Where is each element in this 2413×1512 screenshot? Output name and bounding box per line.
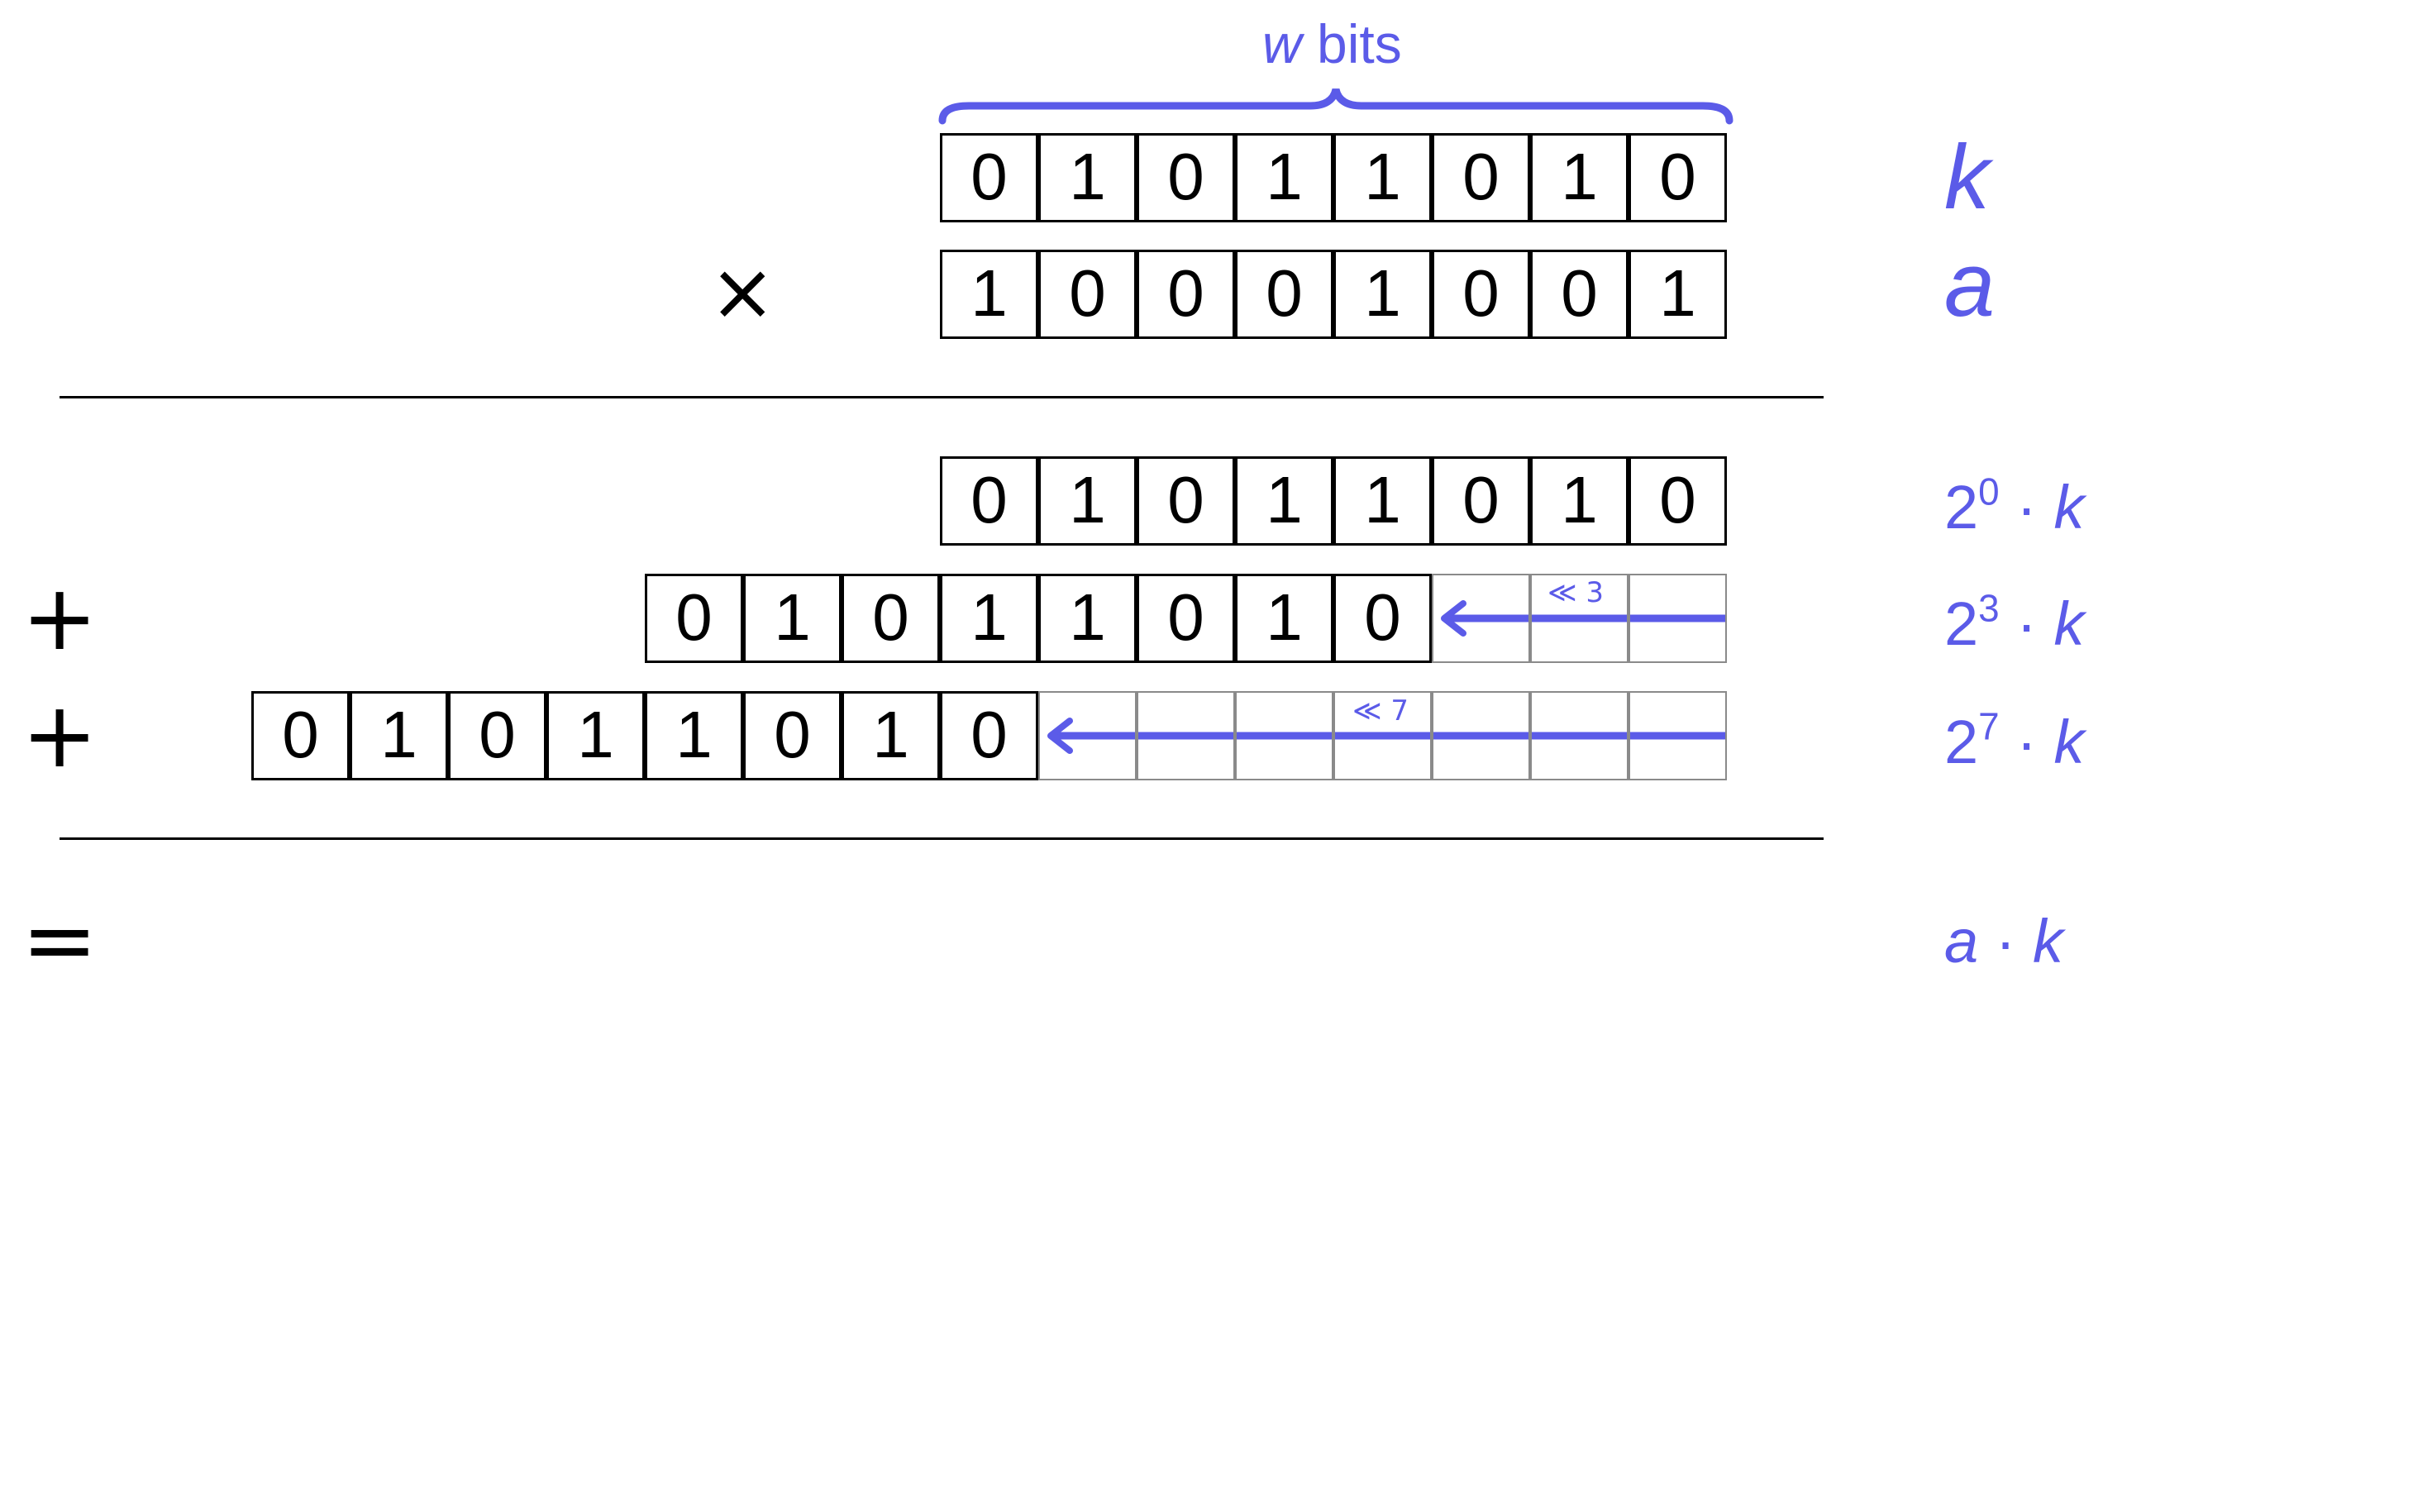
k-row-bit: 0 (940, 133, 1038, 222)
top-sum-rule (60, 396, 1824, 398)
partial-shift-7-row-vacated-cell (1137, 691, 1235, 780)
p3-base: 2 (1944, 589, 1979, 658)
partial-shift-3-row-bit: 0 (1137, 574, 1235, 663)
a-row-bit: 0 (1235, 250, 1333, 339)
partial-shift-7-row-bit: 1 (842, 691, 940, 780)
p0-var: k (2053, 473, 2085, 541)
p0-base: 2 (1944, 473, 1979, 541)
partial-shift-3-row-bit: 0 (645, 574, 743, 663)
partial-shift-0-row-bit: 0 (940, 456, 1038, 546)
partial-shift-0-row-bit: 0 (1629, 456, 1727, 546)
partial-shift-3-row-vacated-cell (1530, 574, 1629, 663)
p3-var: k (2053, 589, 2085, 658)
partial-shift-3-row-bit: 1 (940, 574, 1038, 663)
p0-exp: 0 (1978, 470, 2000, 513)
shift-3-label: ≪ 3 (1547, 576, 1605, 609)
a-row-bit: 0 (1038, 250, 1137, 339)
partial-shift-7-row-bit: 0 (743, 691, 842, 780)
partial-shift-3-row-bit: 0 (842, 574, 940, 663)
partial-shift-7-row-bit: 1 (645, 691, 743, 780)
p3-dot: · (2016, 589, 2037, 658)
partial-shift-7-row-bit: 1 (350, 691, 448, 780)
a-row-bit: 1 (940, 250, 1038, 339)
k-row-bit: 1 (1530, 133, 1629, 222)
partial-shift-3-row-bit: 1 (1235, 574, 1333, 663)
partial-shift-0-row-bit: 0 (1432, 456, 1530, 546)
p7-base: 2 (1944, 708, 1979, 776)
p0-dot: · (2016, 473, 2037, 541)
k-row-bit: 1 (1038, 133, 1137, 222)
partial-shift-7-row-vacated-cell (1629, 691, 1727, 780)
times-operator: × (709, 246, 776, 338)
equals-operator: = (21, 887, 98, 993)
brace-label: w bits (1262, 17, 1402, 71)
shift-7-label: ≪ 7 (1352, 694, 1409, 727)
a-row-bit: 1 (1333, 250, 1432, 339)
partial-shift-0-row-bit: 1 (1333, 456, 1432, 546)
p7-var: k (2053, 708, 2085, 776)
label-2pow7-k: 27 · k (1944, 708, 2084, 773)
bottom-sum-rule (60, 837, 1824, 840)
partial-shift-0-row-bit: 1 (1530, 456, 1629, 546)
label-a: a (1944, 240, 1995, 331)
shift-7-arrowhead (1047, 718, 1073, 754)
partial-shift-0-row-bit: 0 (1137, 456, 1235, 546)
label-2pow3-k: 23 · k (1944, 589, 2084, 655)
result-dot: · (1995, 907, 2016, 975)
partial-shift-3-row-vacated-cell (1629, 574, 1727, 663)
label-k-var: k (1944, 126, 1990, 228)
plus-operator-1: + (21, 565, 98, 670)
brace-label-text: bits (1317, 13, 1402, 74)
k-row-bit: 0 (1137, 133, 1235, 222)
k-row-bit: 0 (1432, 133, 1530, 222)
partial-shift-7-row-bit: 0 (940, 691, 1038, 780)
p3-exp: 3 (1978, 586, 2000, 630)
partial-shift-3-row-vacated-cell (1432, 574, 1530, 663)
result-a: a (1944, 907, 1979, 975)
partial-shift-7-row-bit: 0 (251, 691, 350, 780)
partial-shift-0-row-bit: 1 (1235, 456, 1333, 546)
plus-operator-2: + (21, 682, 98, 788)
partial-shift-0-row-bit: 1 (1038, 456, 1137, 546)
partial-shift-7-row-bit: 1 (546, 691, 645, 780)
w-bits-brace (938, 88, 1733, 125)
label-a-var: a (1944, 234, 1996, 336)
partial-shift-7-row-vacated-cell (1530, 691, 1629, 780)
a-row-bit: 0 (1432, 250, 1530, 339)
brace-label-var: w (1262, 13, 1302, 74)
a-row-bit: 1 (1629, 250, 1727, 339)
result-k: k (2032, 907, 2063, 975)
p7-dot: · (2016, 708, 2037, 776)
a-row-bit: 0 (1137, 250, 1235, 339)
label-k: k (1944, 132, 1990, 223)
partial-shift-7-row-vacated-cell (1333, 691, 1432, 780)
k-row-bit: 0 (1629, 133, 1727, 222)
k-row-bit: 1 (1333, 133, 1432, 222)
partial-shift-3-row-bit: 1 (1038, 574, 1137, 663)
partial-shift-3-row-bit: 0 (1333, 574, 1432, 663)
label-a-times-k: a · k (1944, 911, 2063, 972)
p7-exp: 7 (1978, 704, 2000, 748)
label-2pow0-k: 20 · k (1944, 473, 2084, 538)
shift-3-arrowhead (1441, 600, 1466, 637)
partial-shift-7-row-bit: 0 (448, 691, 546, 780)
partial-shift-7-row-vacated-cell (1432, 691, 1530, 780)
a-row-bit: 0 (1530, 250, 1629, 339)
partial-shift-3-row-bit: 1 (743, 574, 842, 663)
partial-shift-7-row-vacated-cell (1038, 691, 1137, 780)
k-row-bit: 1 (1235, 133, 1333, 222)
partial-shift-7-row-vacated-cell (1235, 691, 1333, 780)
